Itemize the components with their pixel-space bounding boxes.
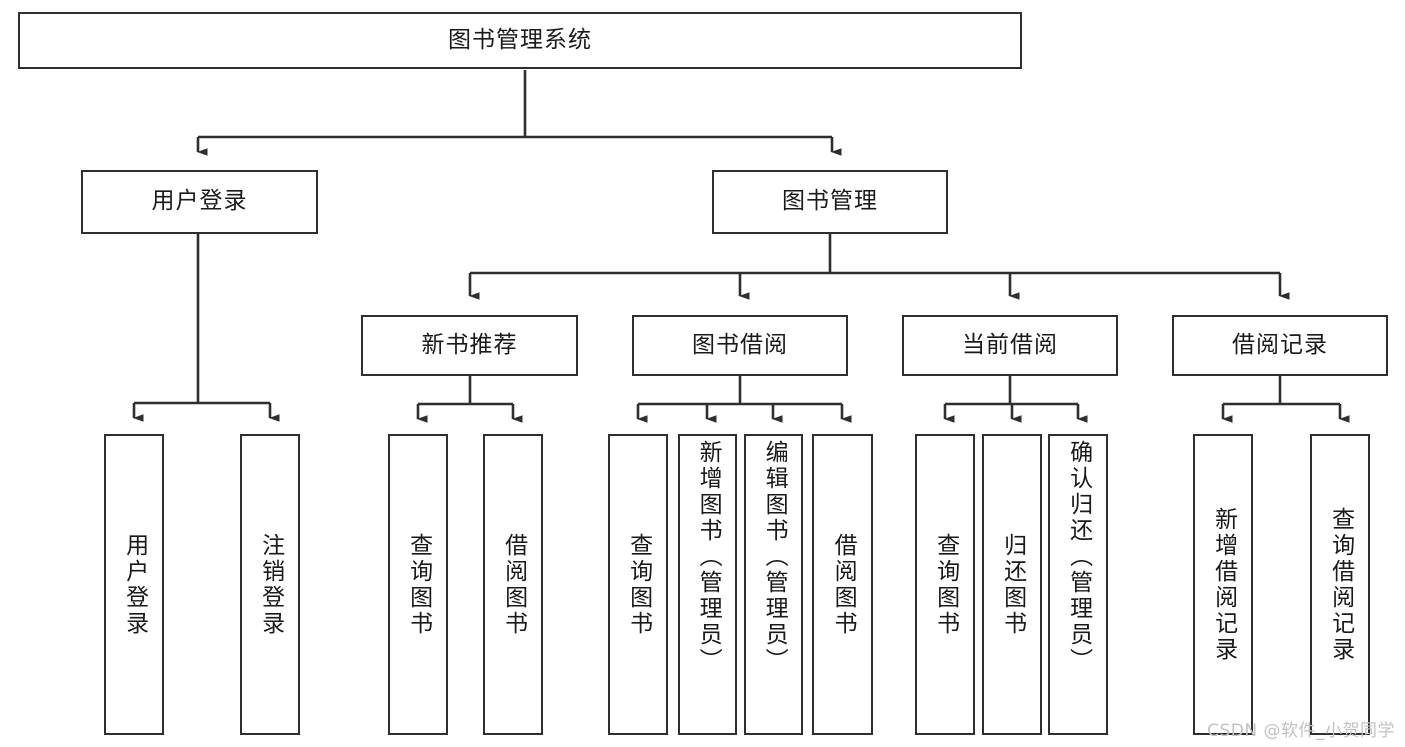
node-user-login-label: 用户登录	[151, 188, 248, 215]
node-leaf-edit-book-label: 编辑图书（管理员）	[761, 440, 788, 674]
node-new-book-recommend[interactable]: 新书推荐	[361, 315, 578, 376]
node-root[interactable]: 图书管理系统	[18, 12, 1022, 69]
node-leaf-query-book-2-label: 查询图书	[625, 532, 652, 637]
node-leaf-borrow-book-1-label: 借阅图书	[500, 532, 527, 637]
node-root-label: 图书管理系统	[448, 26, 592, 53]
node-leaf-query-book-1-label: 查询图书	[405, 532, 432, 637]
node-book-manage[interactable]: 图书管理	[712, 170, 948, 234]
node-leaf-logout[interactable]: 注销登录	[240, 434, 300, 735]
node-leaf-edit-book[interactable]: 编辑图书（管理员）	[744, 434, 803, 735]
node-leaf-query-record[interactable]: 查询借阅记录	[1310, 434, 1370, 735]
node-leaf-add-book[interactable]: 新增图书（管理员）	[678, 434, 737, 735]
node-book-manage-label: 图书管理	[782, 188, 878, 215]
node-book-borrow-label: 图书借阅	[692, 331, 788, 358]
node-leaf-query-record-label: 查询借阅记录	[1327, 506, 1354, 663]
node-book-borrow[interactable]: 图书借阅	[632, 315, 848, 376]
node-leaf-return-book-label: 归还图书	[999, 532, 1026, 637]
node-leaf-add-record[interactable]: 新增借阅记录	[1193, 434, 1253, 735]
node-borrow-record-label: 借阅记录	[1232, 331, 1328, 358]
node-user-login[interactable]: 用户登录	[81, 170, 318, 234]
node-current-borrow-label: 当前借阅	[962, 331, 1058, 358]
node-leaf-borrow-book-2-label: 借阅图书	[830, 532, 857, 637]
node-leaf-query-book-3-label: 查询图书	[932, 532, 959, 637]
node-new-book-recommend-label: 新书推荐	[421, 331, 518, 358]
node-leaf-confirm-return-label: 确认归还（管理员）	[1065, 440, 1092, 674]
node-leaf-query-book-2[interactable]: 查询图书	[608, 434, 668, 735]
node-leaf-borrow-book-2[interactable]: 借阅图书	[812, 434, 873, 735]
node-leaf-add-record-label: 新增借阅记录	[1210, 506, 1237, 663]
node-borrow-record[interactable]: 借阅记录	[1172, 315, 1388, 376]
node-leaf-confirm-return[interactable]: 确认归还（管理员）	[1048, 434, 1108, 735]
node-leaf-user-login-label: 用户登录	[121, 532, 148, 637]
node-leaf-query-book-3[interactable]: 查询图书	[915, 434, 975, 735]
node-leaf-logout-label: 注销登录	[257, 532, 284, 637]
csdn-watermark: CSDN @软件_小贺同学	[1207, 721, 1395, 741]
node-leaf-query-book-1[interactable]: 查询图书	[388, 434, 448, 735]
node-leaf-add-book-label: 新增图书（管理员）	[695, 440, 722, 674]
node-leaf-user-login[interactable]: 用户登录	[104, 434, 164, 735]
node-current-borrow[interactable]: 当前借阅	[902, 315, 1118, 376]
node-leaf-borrow-book-1[interactable]: 借阅图书	[483, 434, 543, 735]
node-leaf-return-book[interactable]: 归还图书	[982, 434, 1042, 735]
